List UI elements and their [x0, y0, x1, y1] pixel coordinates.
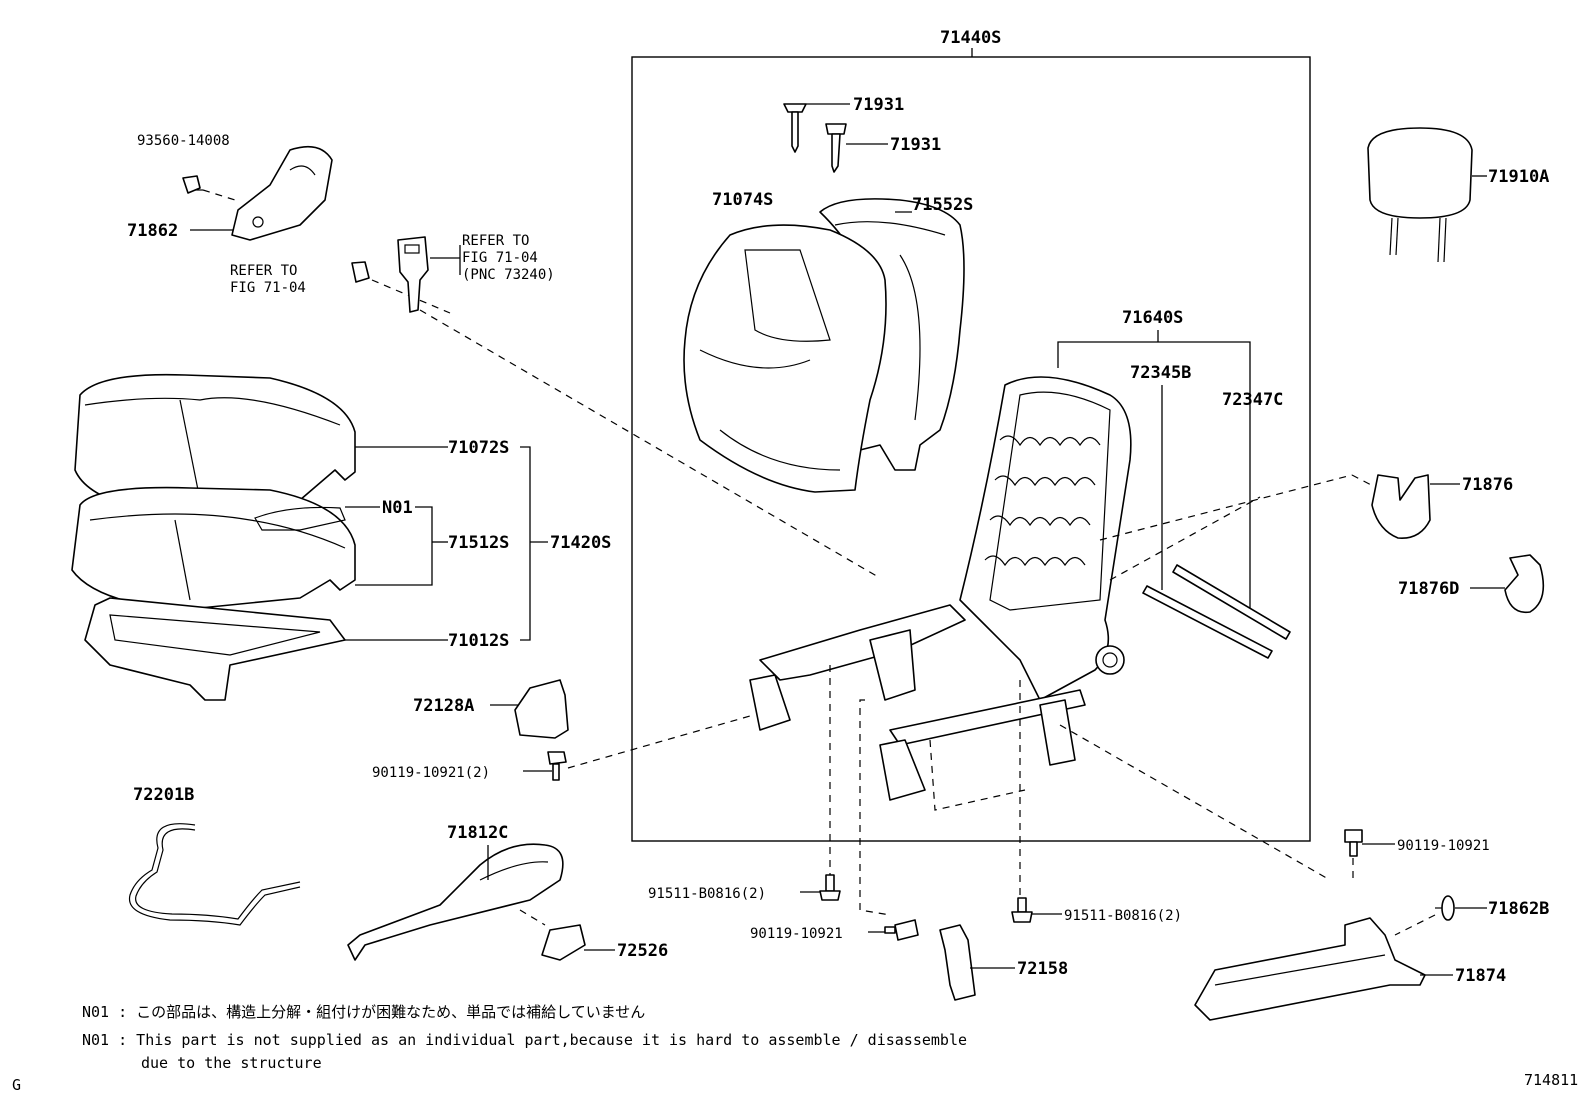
cushion-pad-71512s — [71, 486, 356, 611]
cushion-frame-71012s — [84, 597, 346, 701]
label-71862: 71862 — [127, 221, 178, 241]
footer-left: G — [12, 1076, 21, 1094]
label-71420s: 71420S — [550, 533, 611, 553]
cover-71862 — [231, 145, 333, 241]
refer-a-line1: REFER TO — [230, 263, 297, 279]
knob-72526 — [541, 924, 586, 961]
label-72347c: 72347C — [1222, 390, 1283, 410]
label-93560-14008: 93560-14008 — [137, 133, 230, 149]
label-71074s: 71074S — [712, 190, 773, 210]
label-72201b: 72201B — [133, 785, 194, 805]
refer-b-line3: (PNC 73240) — [462, 267, 555, 283]
label-72345b: 72345B — [1130, 363, 1191, 383]
refer-b-line2: FIG 71-04 — [462, 250, 538, 266]
label-71862b: 71862B — [1488, 899, 1549, 919]
note-n01-japanese: N01 : この部品は、構造上分解・組付けが困難なため、単品では補給していません — [82, 1003, 645, 1021]
wire-72201b — [128, 823, 301, 926]
label-71552s: 71552S — [912, 195, 973, 215]
label-71876d: 71876D — [1398, 579, 1459, 599]
refer-a-line2: FIG 71-04 — [230, 280, 306, 296]
bolt-91511-b0816-b — [1011, 897, 1033, 923]
pin-71931-upper — [783, 103, 807, 153]
label-71440s: 71440S — [940, 28, 1001, 48]
seatback-frame-71640s — [749, 376, 1132, 801]
bolt-91511-b0816-a — [819, 874, 841, 901]
label-71812c: 71812C — [447, 823, 508, 843]
label-72128a: 72128A — [413, 696, 474, 716]
label-71640s: 71640S — [1122, 308, 1183, 328]
label-72526: 72526 — [617, 941, 668, 961]
screw-93560-14008 — [182, 175, 203, 194]
label-71931-b: 71931 — [890, 135, 941, 155]
cover-72128a — [514, 679, 569, 739]
note-n01-english-1: N01 : This part is not supplied as an in… — [82, 1031, 967, 1049]
label-71072s: 71072S — [448, 438, 509, 458]
label-90119-10921-c: 90119-10921 — [1397, 838, 1490, 854]
label-71012s: 71012S — [448, 631, 509, 651]
label-91511-b0816-a: 91511-B0816(2) — [648, 886, 766, 902]
footer-right: 714811 — [1524, 1071, 1578, 1089]
note-n01-english-2: due to the structure — [141, 1054, 322, 1072]
bolt-90119-10921-b — [884, 919, 919, 941]
bolt-90119-10921-2 — [547, 751, 567, 781]
seatback-cover-71074s — [683, 224, 887, 493]
label-71931-a: 71931 — [853, 95, 904, 115]
label-72158: 72158 — [1017, 959, 1068, 979]
label-71512s: 71512S — [448, 533, 509, 553]
headrest-guide-71876d — [1504, 554, 1545, 614]
headrest-71910a — [1367, 127, 1473, 263]
pin-71931-lower — [825, 123, 847, 173]
heater-n01 — [254, 506, 346, 531]
label-71876: 71876 — [1462, 475, 1513, 495]
label-90119-10921-2: 90119-10921(2) — [372, 765, 490, 781]
assembly-box-71440s — [631, 56, 1311, 842]
rod-72345b — [1142, 585, 1273, 659]
label-n01: N01 — [382, 498, 413, 518]
label-71910a: 71910A — [1488, 167, 1549, 187]
rod-72347c — [1172, 564, 1291, 640]
buckle-73240 — [397, 236, 429, 313]
headrest-guide-71876 — [1371, 474, 1431, 539]
bolt-90119-10921-c — [1344, 829, 1363, 857]
refer-b-line1: REFER TO — [462, 233, 529, 249]
bolt-refer-a — [351, 261, 370, 283]
cap-71862b — [1435, 895, 1455, 921]
label-91511-b0816-b: 91511-B0816(2) — [1064, 908, 1182, 924]
label-71874: 71874 — [1455, 966, 1506, 986]
cover-71874 — [1194, 917, 1426, 1021]
cover-71812c — [347, 843, 564, 961]
bracket-72158 — [939, 924, 976, 1001]
label-90119-10921-b: 90119-10921 — [750, 926, 843, 942]
